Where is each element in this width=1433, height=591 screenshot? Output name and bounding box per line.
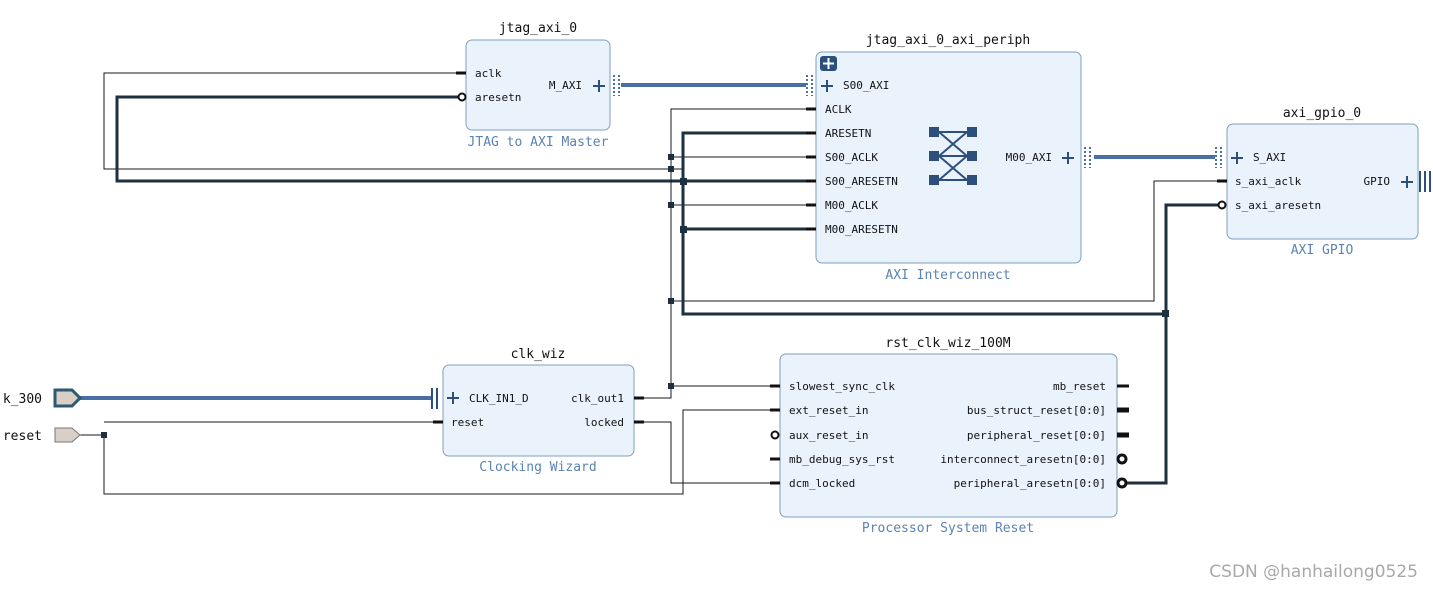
pin-reset[interactable]: reset [451,416,484,429]
junction-dot [668,383,674,389]
wires [80,72,1227,495]
plus-icon[interactable] [1401,176,1413,188]
pin-s00-aclk[interactable]: S00_ACLK [825,151,878,164]
junction-dot [668,298,674,304]
pin-peripheral-reset[interactable]: peripheral_reset[0:0] [967,429,1106,442]
pin-slowest-sync-clk[interactable]: slowest_sync_clk [789,380,895,393]
wire-locked[interactable] [635,421,780,484]
pin-dcm-locked[interactable]: dcm_locked [789,477,855,490]
port-label: k_300 [3,392,42,407]
crossbar-icon [929,127,977,185]
external-port-clk-300[interactable]: k_300 [3,388,83,408]
pin-gpio[interactable]: GPIO [1364,175,1391,188]
wire-peripheral-aresetn[interactable] [1122,203,1222,485]
plus-icon[interactable] [821,80,833,92]
block-title: jtag_axi_0_axi_periph [866,33,1030,48]
bus-interface-icon [613,75,620,96]
pin-m00-aresetn[interactable]: M00_ARESETN [825,223,898,236]
block-body[interactable] [442,364,635,457]
pin-s-axi[interactable]: S_AXI [1253,151,1286,164]
pin-locked[interactable]: locked [584,416,624,429]
plus-icon[interactable] [593,80,605,92]
inverted-pin-icon [1116,477,1128,489]
junction-dot [668,166,674,172]
pin-ext-reset-in[interactable]: ext_reset_in [789,404,868,417]
plus-icon[interactable] [447,392,459,404]
pin-clk-in1-d[interactable]: CLK_IN1_D [469,392,529,405]
block-rst-clk-wiz-100m[interactable]: rst_clk_wiz_100M slowest_sync_clk ext_re… [770,336,1129,536]
pin-mb-reset[interactable]: mb_reset [1053,380,1106,393]
junction-dot [668,202,674,208]
junction-dot [680,226,687,233]
block-subtitle: AXI Interconnect [885,268,1010,283]
block-jtag-axi-0[interactable]: jtag_axi_0 aclk aresetn M_AXI JTAG to AX… [456,21,620,150]
junction-dot [101,432,107,438]
pin-mb-debug-sys-rst[interactable]: mb_debug_sys_rst [789,453,895,466]
watermark: CSDN @hanhailong0525 [1209,562,1418,582]
wire-reset[interactable] [80,409,780,495]
pin-peripheral-aresetn[interactable]: peripheral_aresetn[0:0] [954,477,1106,490]
inverted-pin-icon [1217,200,1227,210]
block-subtitle: AXI GPIO [1291,243,1354,258]
pin-aclk[interactable]: ACLK [825,103,852,116]
inverted-pin-icon [770,430,780,440]
pin-m00-aclk[interactable]: M00_ACLK [825,199,878,212]
block-subtitle: Processor System Reset [862,521,1034,536]
junction-dot [680,178,687,185]
block-subtitle: JTAG to AXI Master [468,135,609,150]
input-port-icon[interactable] [54,427,81,443]
bus-interface-icon [1215,147,1222,168]
inverted-pin-icon [457,92,467,102]
input-port-icon[interactable] [53,388,83,408]
pin-aux-reset-in[interactable]: aux_reset_in [789,429,868,442]
pin-m00-axi[interactable]: M00_AXI [1006,151,1052,164]
bus-interface-icon [1084,147,1091,168]
wire-gpio-aclk[interactable] [671,180,1227,302]
pin-bus-struct-reset[interactable]: bus_struct_reset[0:0] [967,404,1106,417]
block-title: clk_wiz [511,347,566,362]
wire-jtag-aresetn[interactable] [115,95,683,183]
wire-clk-out1[interactable] [635,108,816,399]
external-bus-icon [431,388,438,409]
pin-m-axi[interactable]: M_AXI [549,79,582,92]
block-title: rst_clk_wiz_100M [885,336,1010,351]
wire-interconnect-aresetn[interactable] [681,131,1166,316]
pin-aclk[interactable]: aclk [475,67,502,80]
block-title: jtag_axi_0 [499,21,577,36]
pin-aresetn[interactable]: ARESETN [825,127,871,140]
plus-icon[interactable] [1062,152,1074,164]
block-title: axi_gpio_0 [1283,106,1361,121]
pin-interconnect-aresetn[interactable]: interconnect_aresetn[0:0] [940,453,1106,466]
pin-s-axi-aclk[interactable]: s_axi_aclk [1235,175,1302,188]
bus-interface-icon [806,75,813,96]
pin-s00-aresetn[interactable]: S00_ARESETN [825,175,898,188]
block-body[interactable] [465,39,611,131]
junction-dot [668,154,674,160]
pin-clk-out1[interactable]: clk_out1 [571,392,624,405]
wire-jtag-aclk[interactable] [103,72,683,170]
pin-s00-axi[interactable]: S00_AXI [843,79,889,92]
port-label: reset [3,429,42,444]
block-axi-interconnect[interactable]: jtag_axi_0_axi_periph S00_AXI ACLK ARESE… [806,33,1091,283]
pin-s-axi-aresetn[interactable]: s_axi_aresetn [1235,199,1321,212]
block-clk-wiz[interactable]: clk_wiz CLK_IN1_D reset clk_out1 locked … [431,347,644,475]
pin-aresetn[interactable]: aresetn [475,91,521,104]
junction-dot [1162,310,1169,317]
external-port-reset[interactable]: reset [3,427,81,444]
inverted-pin-icon [1116,453,1128,465]
expand-icon[interactable] [820,56,837,71]
external-bus-icon [1419,171,1431,192]
block-axi-gpio-0[interactable]: axi_gpio_0 S_AXI s_axi_aclk s_axi_areset… [1215,106,1431,258]
plus-icon[interactable] [1231,152,1243,164]
block-subtitle: Clocking Wizard [479,460,596,475]
